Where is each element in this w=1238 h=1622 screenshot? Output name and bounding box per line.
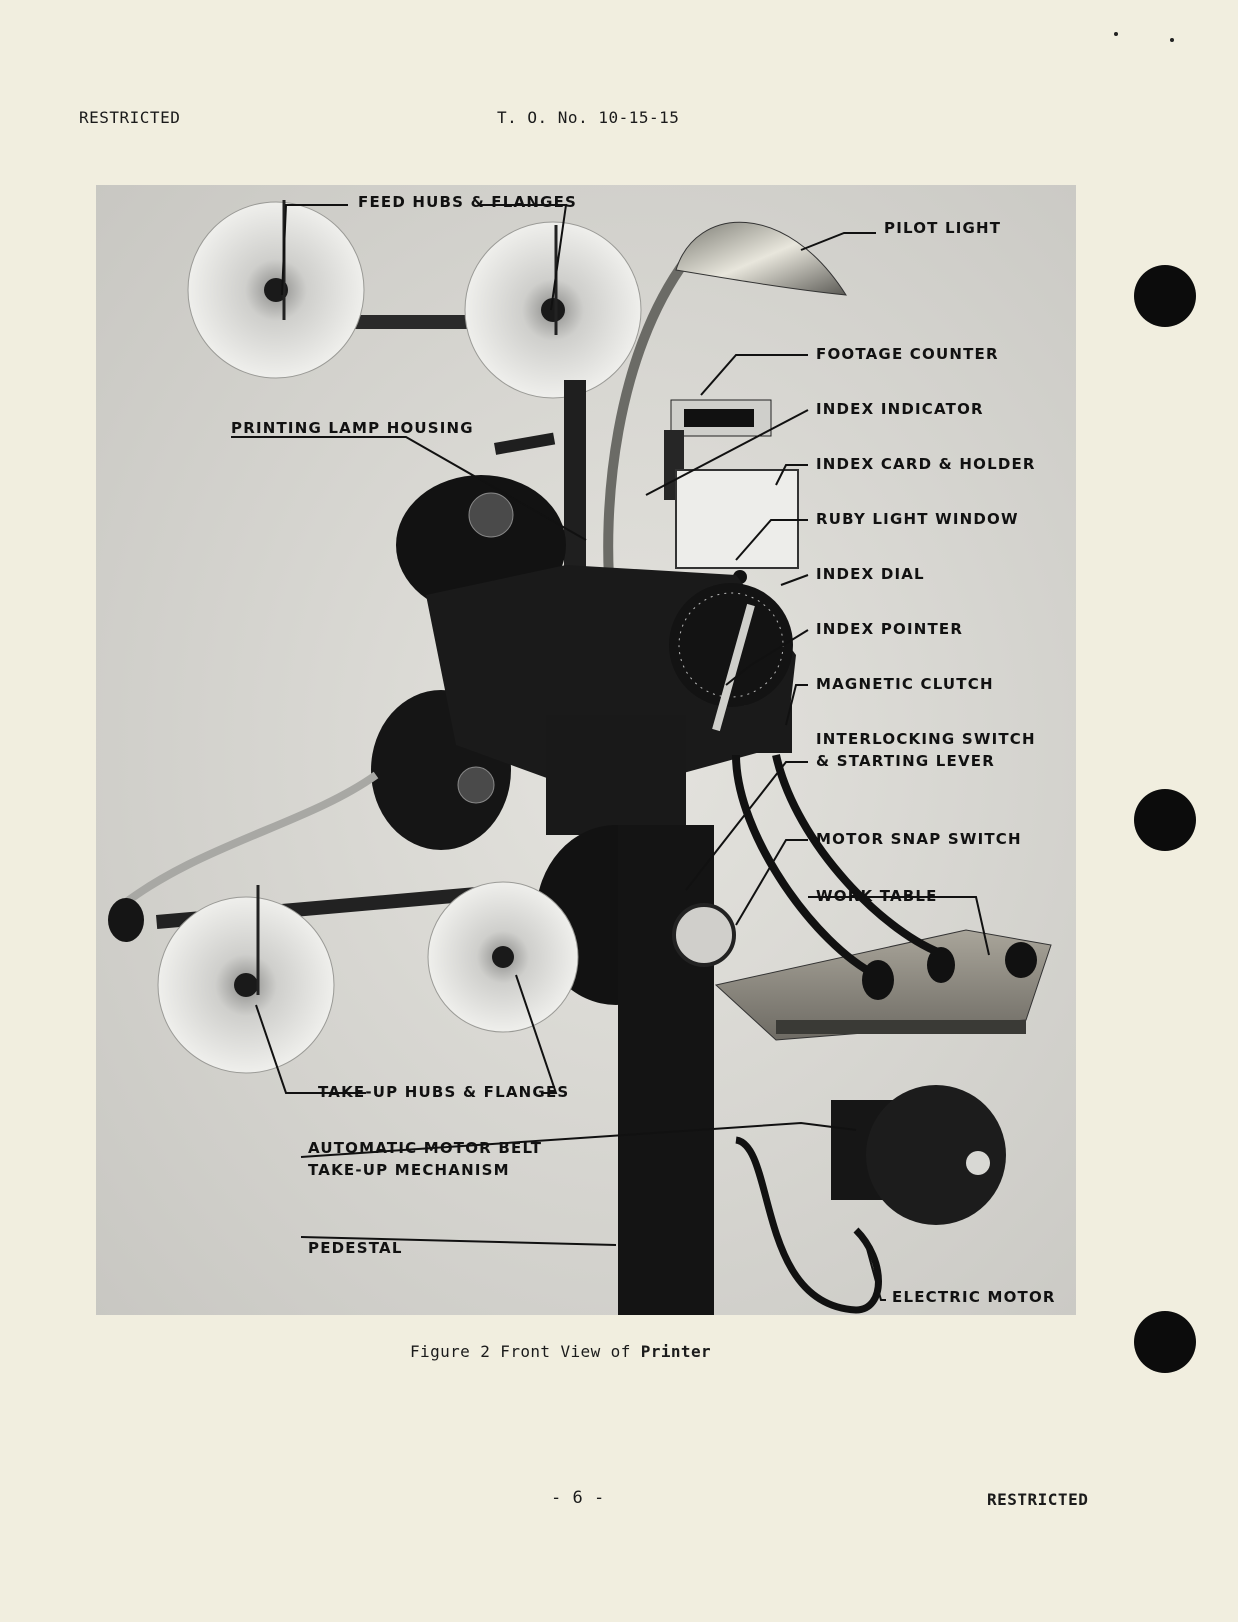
label-printing-lamp-housing: PRINTING LAMP HOUSING xyxy=(231,419,474,437)
binder-hole-middle xyxy=(1134,789,1196,851)
label-interlocking-switch: INTERLOCKING SWITCH xyxy=(816,730,1036,748)
label-work-table: WORK TABLE xyxy=(816,887,938,905)
take-up-reels xyxy=(108,771,579,1074)
label-pilot-light: PILOT LIGHT xyxy=(884,219,1001,237)
footer-classification: RESTRICTED xyxy=(987,1490,1089,1509)
magnetic-clutch-unit xyxy=(744,705,792,753)
printer-photograph: FEED HUBS & FLANGES PILOT LIGHT FOOTAGE … xyxy=(96,185,1076,1315)
label-motor-belt-line1: AUTOMATIC MOTOR BELT xyxy=(308,1139,542,1157)
header-classification: RESTRICTED xyxy=(79,108,181,127)
label-feed-hubs: FEED HUBS & FLANGES xyxy=(358,193,577,211)
label-footage-counter: FOOTAGE COUNTER xyxy=(816,345,999,363)
label-electric-motor: ELECTRIC MOTOR xyxy=(892,1288,1056,1306)
caption-bold-word: Printer xyxy=(640,1342,712,1361)
label-motor-belt-line2: TAKE-UP MECHANISM xyxy=(308,1161,510,1179)
page-number: - 6 - xyxy=(551,1488,605,1508)
label-index-indicator: INDEX INDICATOR xyxy=(816,400,984,418)
pedestal-column xyxy=(618,825,714,1315)
label-pedestal: PEDESTAL xyxy=(308,1239,403,1257)
printer-illustration: FEED HUBS & FLANGES PILOT LIGHT FOOTAGE … xyxy=(96,185,1076,1315)
caption-text: Figure 2 Front View of xyxy=(410,1342,631,1361)
figure-caption: Figure 2 Front View of Printer xyxy=(410,1342,711,1361)
page-speck xyxy=(1114,32,1118,36)
label-take-up-hubs: TAKE-UP HUBS & FLANGES xyxy=(318,1083,569,1101)
label-index-card-holder: INDEX CARD & HOLDER xyxy=(816,455,1036,473)
electric-motor-unit xyxy=(734,1085,1006,1314)
binder-hole-bottom xyxy=(1134,1311,1196,1373)
page-speck xyxy=(1170,38,1174,42)
work-table-surface xyxy=(714,754,1052,1041)
label-starting-lever: & STARTING LEVER xyxy=(816,752,995,770)
feed-reels xyxy=(187,200,642,399)
binder-hole-top xyxy=(1134,265,1196,327)
label-ruby-light-window: RUBY LIGHT WINDOW xyxy=(816,510,1019,528)
label-magnetic-clutch: MAGNETIC CLUTCH xyxy=(816,675,994,693)
pilot-light-lamp xyxy=(603,221,847,606)
label-index-pointer: INDEX POINTER xyxy=(816,620,963,638)
label-leader-lines xyxy=(231,204,990,1301)
motor-snap-switch-knob xyxy=(672,903,736,967)
label-index-dial: INDEX DIAL xyxy=(816,565,925,583)
label-motor-snap-switch: MOTOR SNAP SWITCH xyxy=(816,830,1022,848)
header-document-number: T. O. No. 10-15-15 xyxy=(497,108,680,127)
